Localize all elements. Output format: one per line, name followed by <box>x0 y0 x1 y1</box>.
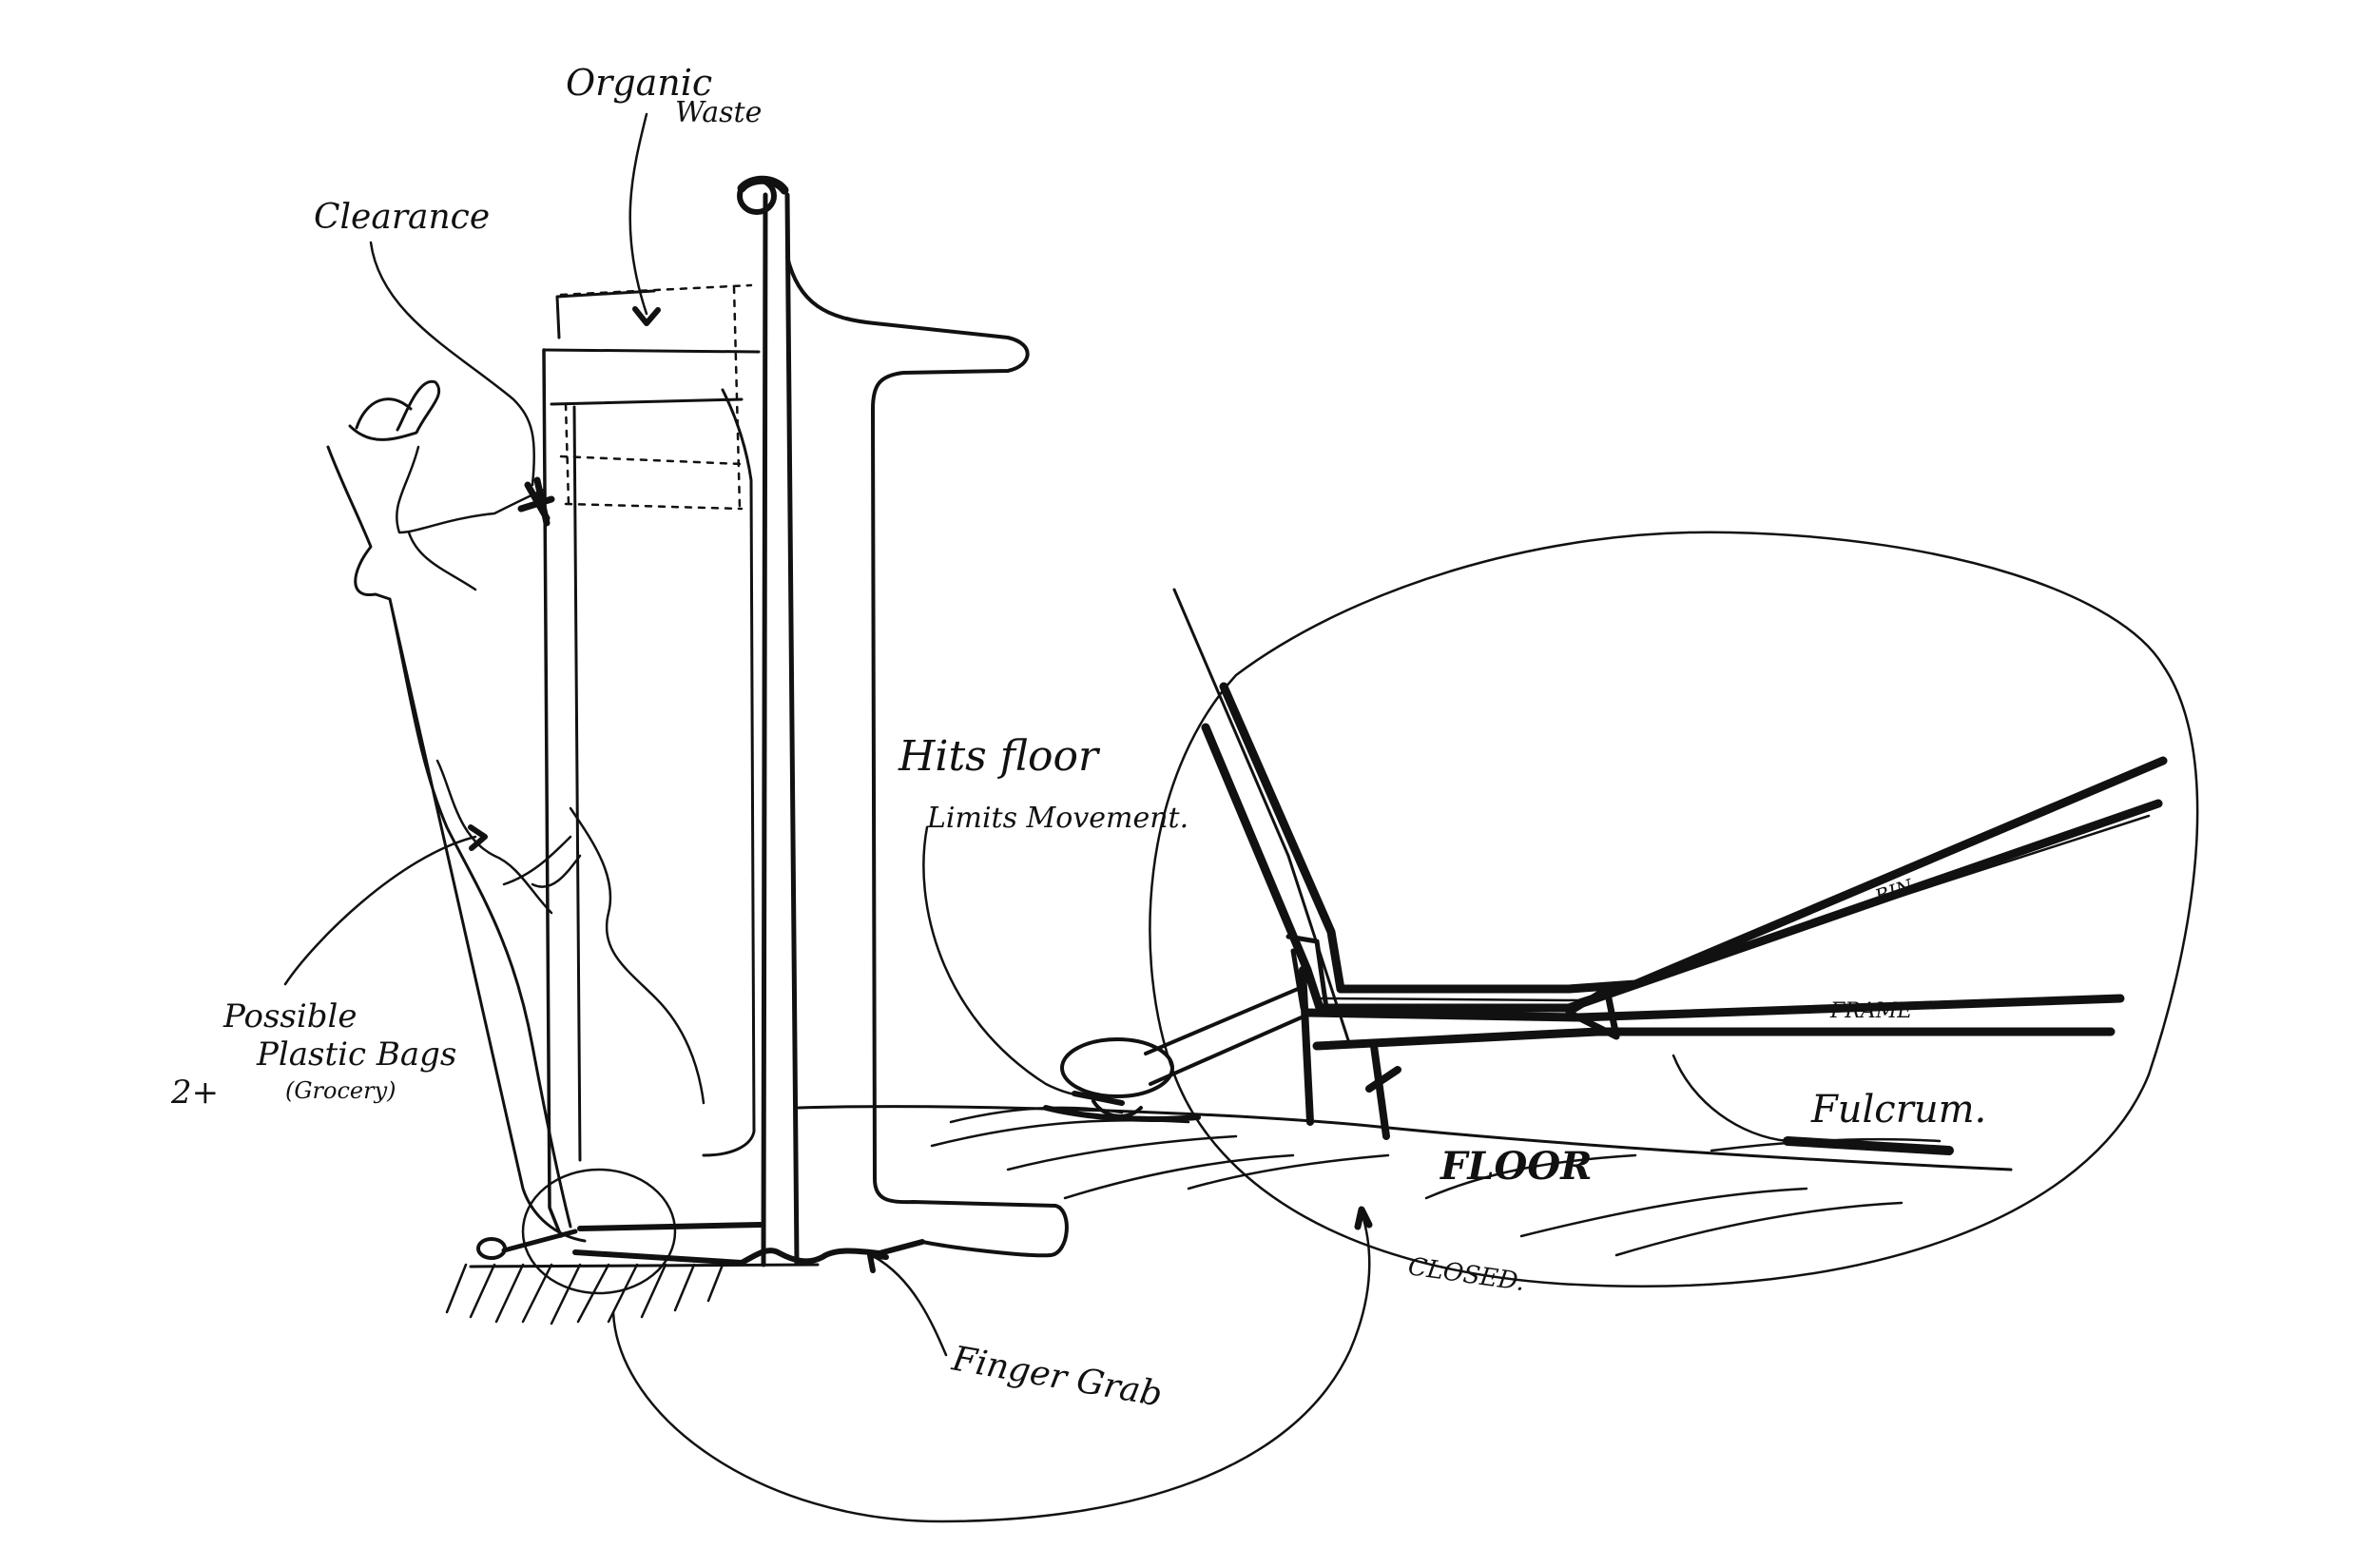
floor-line-left <box>471 1265 818 1267</box>
fulcrum-leader <box>1673 1055 1788 1141</box>
label-clearance: Clearance <box>314 198 490 237</box>
bin-base-thick <box>1320 761 2163 1008</box>
floor-hatching <box>932 1108 1940 1255</box>
knob-shadow <box>742 180 784 190</box>
label-waste: Waste <box>675 96 762 129</box>
finger-grab-leader <box>875 1257 946 1355</box>
foot-knob <box>478 1239 505 1258</box>
bin-inner-edge <box>574 390 754 1160</box>
label-finger-grab: Finger Grab <box>948 1339 1165 1414</box>
label-hits-floor: Hits floor <box>898 732 1101 781</box>
bin-base-thin <box>1322 816 2149 1000</box>
organic-waste-leader <box>630 114 647 314</box>
label-frame: FRAME <box>1829 999 1912 1023</box>
label-closed: CLOSED. <box>1406 1252 1526 1297</box>
base-hatching <box>447 1265 723 1324</box>
label-limits-movement: Limits Movement. <box>926 802 1188 835</box>
connector-arrow <box>1358 1210 1369 1227</box>
label-grocery: (Grocery) <box>285 1077 396 1104</box>
waste-caddy-dotted <box>561 285 751 509</box>
bin-front-edge <box>544 350 561 1236</box>
label-two-plus: 2+ <box>170 1074 219 1112</box>
back-panel-upright <box>763 195 797 1265</box>
fulcrum-bar <box>1788 1141 1949 1151</box>
label-possible: Possible <box>222 997 358 1036</box>
foot-line <box>504 1231 575 1250</box>
bag-crumple <box>396 447 704 1103</box>
annotations: Organic Waste Clearance Possible Plastic… <box>170 62 1986 1415</box>
possible-bags-leader <box>285 837 475 984</box>
label-plastic-bags: Plastic Bags <box>256 1036 456 1074</box>
label-fulcrum: Fulcrum. <box>1810 1088 1986 1132</box>
clearance-leader <box>371 242 534 485</box>
label-floor: FLOOR <box>1440 1144 1592 1189</box>
closed-detail-drawing <box>613 532 2197 1521</box>
bin-bottom <box>580 1225 761 1229</box>
bag-handle <box>350 381 439 439</box>
bag-hook <box>521 480 551 523</box>
